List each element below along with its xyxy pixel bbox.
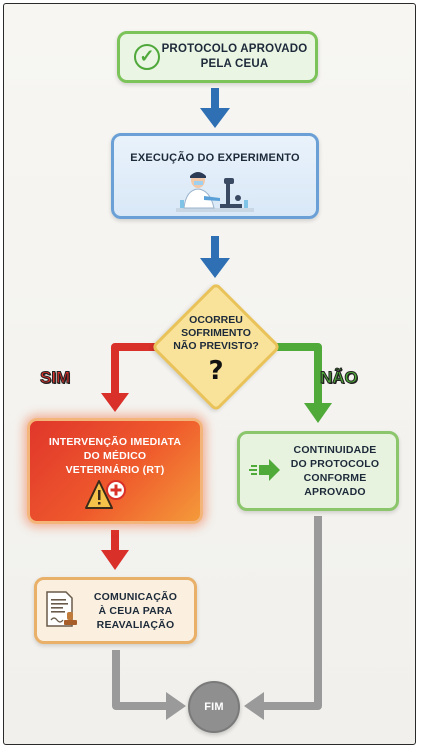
question-mark-icon: ? [208, 356, 224, 386]
arrow-execution-to-decision [200, 236, 230, 278]
arrow-continuity-to-end [244, 516, 322, 720]
arrow-communication-to-end [112, 650, 186, 720]
node-decision-label: OCORREU SOFRIMENTO NÃO PREVISTO? [173, 314, 259, 352]
node-end-label: FIM [204, 701, 224, 713]
node-end: FIM [188, 681, 240, 733]
arrow-decision-yes [101, 343, 168, 412]
document-stamp-icon [46, 591, 77, 627]
warning-medical-icon [85, 480, 126, 509]
node-decision: OCORREU SOFRIMENTO NÃO PREVISTO? ? [150, 281, 282, 413]
node-experiment-execution: EXECUÇÃO DO EXPERIMENTO [111, 133, 319, 219]
node-ceua-communication-label: COMUNICAÇÃO À CEUA PARA REAVALIAÇÃO [93, 590, 178, 631]
check-circle-icon: ✓ [134, 44, 160, 70]
edge-label-no: NÃO [320, 368, 359, 388]
scientist-microscope-icon [176, 172, 254, 212]
arrow-decision-no [264, 343, 332, 423]
edge-label-yes: SIM [39, 368, 71, 388]
arrow-right-icon [249, 459, 280, 481]
node-vet-intervention-label: INTERVENÇÃO IMEDIATA DO MÉDICO VETERINÁR… [48, 436, 182, 476]
node-protocol-continuity-label: CONTINUIDADE DO PROTOCOLO CONFORME APROV… [290, 444, 380, 498]
node-protocol-approved: ✓ PROTOCOLO APROVADO PELA CEUA [117, 31, 318, 83]
node-vet-intervention: INTERVENÇÃO IMEDIATA DO MÉDICO VETERINÁR… [27, 418, 203, 524]
arrow-intervention-to-communication [101, 530, 129, 570]
node-experiment-execution-label: EXECUÇÃO DO EXPERIMENTO [130, 152, 300, 164]
node-protocol-approved-label: PROTOCOLO APROVADO PELA CEUA [161, 43, 308, 70]
arrow-start-to-execution [200, 88, 230, 128]
